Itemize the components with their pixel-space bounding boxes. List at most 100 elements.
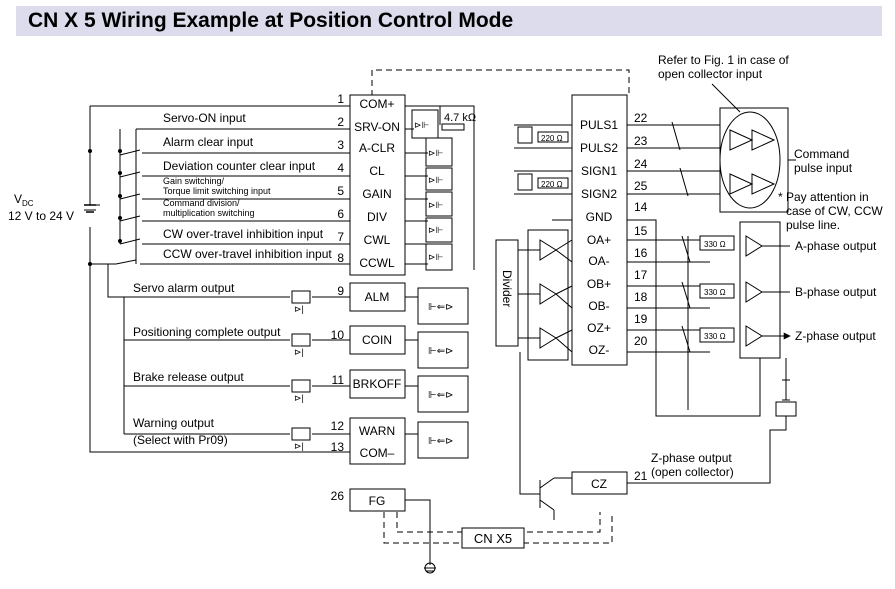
pin-name-16: OA-: [588, 254, 609, 268]
line-receivers: [627, 219, 796, 417]
desc-warning: Warning output: [133, 416, 215, 430]
resistor-220-label-1: 220 Ω: [541, 134, 563, 143]
pin-num-15: 15: [634, 224, 648, 238]
resistor-330-label-b: 330 Ω: [704, 288, 726, 297]
pulse-input-wiring: [514, 124, 720, 195]
supply-junctions: [88, 149, 122, 266]
desc-servo-on: Servo-ON input: [163, 111, 246, 125]
pin-name-17: OB+: [587, 277, 611, 291]
note-pay-2: case of CW, CCW: [786, 204, 883, 218]
left-pin-numbers: 1 2 3 4 5 6 7 8 9 10 11 12 13 26: [331, 92, 345, 503]
ground-icon: [405, 499, 436, 574]
pin-name-7: CWL: [364, 233, 391, 247]
pin-name-21: CZ: [591, 477, 607, 491]
note-refer-2: open collector input: [658, 67, 763, 81]
output-relays: [291, 290, 311, 441]
divider-block: [495, 219, 573, 361]
pin-name-12: WARN: [359, 424, 395, 438]
pin-num-24: 24: [634, 157, 648, 171]
pin-num-11: 11: [332, 373, 345, 387]
desc-positioning: Positioning complete output: [133, 325, 281, 339]
desc-div-1: Command division/: [163, 198, 240, 208]
pin-num-8: 8: [337, 251, 344, 265]
supply-label-sub: DC: [22, 199, 34, 208]
desc-div-2: multiplication switching: [163, 208, 255, 218]
pin-num-19: 19: [634, 312, 648, 326]
right-pin-numbers: 22 23 24 25 14 15 16 17 18 19 20 21: [634, 111, 648, 483]
desc-servo-alarm: Servo alarm output: [133, 281, 235, 295]
pin-name-20: OZ-: [589, 343, 610, 357]
output-descriptions: Servo alarm output Positioning complete …: [133, 281, 281, 447]
input-wiring: [84, 105, 350, 265]
pin-name-8: CCWL: [359, 256, 395, 270]
note-command-1: Command: [794, 147, 849, 161]
note-pay-3: pulse line.: [786, 218, 840, 232]
desc-select: (Select with Pr09): [133, 433, 228, 447]
pin-name-11: BRKOFF: [353, 377, 402, 391]
phase-outputs: A-phase output B-phase output Z-phase ou…: [795, 239, 877, 343]
note-pay-1: * Pay attention in: [778, 190, 869, 204]
pin-num-22: 22: [634, 111, 648, 125]
desc-gain-2: Torque limit switching input: [163, 186, 271, 196]
relay-diode-2: ⊳|: [294, 347, 304, 357]
pin-name-22: PULS1: [580, 118, 618, 132]
supply-label: V: [14, 192, 22, 206]
input-descriptions: Servo-ON input Alarm clear input Deviati…: [163, 111, 332, 261]
pin-num-21: 21: [634, 469, 648, 483]
note-command-2: pulse input: [794, 161, 853, 175]
pin-num-13: 13: [331, 440, 345, 454]
relay-diode-1: ⊳|: [294, 304, 304, 314]
resistor-330-label-z: 330 Ω: [704, 332, 726, 341]
pin-name-23: PULS2: [580, 141, 618, 155]
pin-name-5: GAIN: [362, 187, 391, 201]
pin-num-14: 14: [634, 200, 648, 214]
optocoupler-glyphs: ⊳⊩ ⊳⊩ ⊳⊩ ⊳⊩ ⊳⊩ ⊳⊩: [414, 120, 444, 262]
pin-num-3: 3: [337, 138, 344, 152]
desc-alarm-clear: Alarm clear input: [163, 135, 254, 149]
pin-num-2: 2: [337, 115, 344, 129]
opto-glyph-3: ⊳⊩: [428, 175, 444, 185]
opto-glyph-5: ⊳⊩: [428, 225, 444, 235]
supply-range: 12 V to 24 V: [8, 209, 74, 223]
pin-name-24: SIGN1: [581, 164, 617, 178]
pin-name-9: ALM: [365, 290, 390, 304]
pin-name-25: SIGN2: [581, 187, 617, 201]
command-line-driver: [719, 107, 796, 213]
resistor-4k7: [441, 123, 465, 131]
pin-num-6: 6: [337, 207, 344, 221]
pin-num-1: 1: [337, 92, 344, 106]
pin-name-13: COM–: [360, 446, 395, 460]
desc-brake: Brake release output: [133, 370, 244, 384]
pin-num-25: 25: [634, 179, 648, 193]
pin-num-10: 10: [331, 328, 345, 342]
pin-num-20: 20: [634, 334, 648, 348]
pin-name-18: OB-: [588, 299, 609, 313]
note-refer-1: Refer to Fig. 1 in case of: [658, 53, 789, 67]
pin-num-12: 12: [331, 419, 345, 433]
out-opto-glyph-3: ⊩⇐⊳: [428, 390, 453, 401]
relay-diode-4: ⊳|: [294, 441, 304, 451]
right-pin-names: PULS1 PULS2 SIGN1 SIGN2 GND OA+ OA- OB+ …: [580, 118, 618, 491]
notes: Refer to Fig. 1 in case of open collecto…: [651, 53, 883, 479]
note-refer-leader: [711, 83, 741, 113]
pin-name-3: A-CLR: [359, 141, 395, 155]
relay-diode-3: ⊳|: [294, 393, 304, 403]
pin-name-2: SRV-ON: [354, 120, 400, 134]
divider-label: Divider: [500, 270, 514, 307]
page-title: CN X 5 Wiring Example at Position Contro…: [28, 9, 514, 32]
pin-num-26: 26: [331, 489, 345, 503]
pin-num-18: 18: [634, 290, 648, 304]
pin-name-15: OA+: [587, 233, 611, 247]
pin-name-4: CL: [369, 164, 385, 178]
pin-name-19: OZ+: [587, 321, 611, 335]
pin-num-23: 23: [634, 134, 648, 148]
pin-name-26: FG: [369, 494, 386, 508]
pin-num-17: 17: [634, 268, 648, 282]
pin-num-7: 7: [337, 230, 344, 244]
desc-ccw: CCW over-travel inhibition input: [163, 247, 332, 261]
left-pin-names: COM+ SRV-ON A-CLR CL GAIN DIV CWL CCWL A…: [353, 97, 402, 508]
desc-cw: CW over-travel inhibition input: [163, 227, 324, 241]
phase-output-z: Z-phase output: [795, 329, 876, 343]
out-opto-glyph-2: ⊩⇐⊳: [428, 346, 453, 357]
battery-icon: [84, 204, 96, 213]
